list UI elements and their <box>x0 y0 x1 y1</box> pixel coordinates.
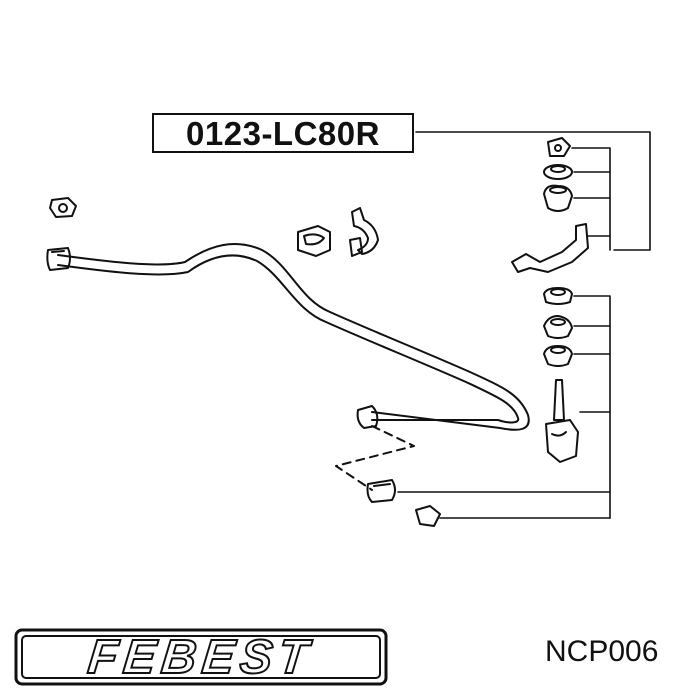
bushing-lower-1 <box>543 315 573 339</box>
washer-2 <box>543 287 573 305</box>
link-bracket <box>511 223 589 273</box>
washer-3 <box>543 345 573 367</box>
mount-bracket <box>349 207 379 257</box>
bar-end-bushing-left <box>46 247 71 271</box>
brand-logo: FEBEST <box>14 628 388 686</box>
part-number-label: 0123-LC80R <box>186 114 380 152</box>
lower-bushing <box>366 479 396 503</box>
article-number: NCP006 <box>545 635 659 668</box>
clamp-bushing <box>297 225 331 257</box>
brand-logo-text: FEBEST <box>85 630 318 685</box>
part-number-box: 0123-LC80R <box>152 113 414 153</box>
washer-1 <box>543 164 573 180</box>
nut-top <box>547 137 571 157</box>
bar-end-bushing-right <box>356 405 379 429</box>
stabilizer-bar <box>57 243 530 431</box>
dashed-connector <box>335 425 415 491</box>
end-cap <box>415 505 441 527</box>
bushing-upper-1 <box>543 184 573 212</box>
brand-logo-frame <box>14 628 388 686</box>
nut-upper-left <box>49 197 77 218</box>
leader-lines <box>397 131 651 519</box>
link-bolt <box>545 379 579 463</box>
